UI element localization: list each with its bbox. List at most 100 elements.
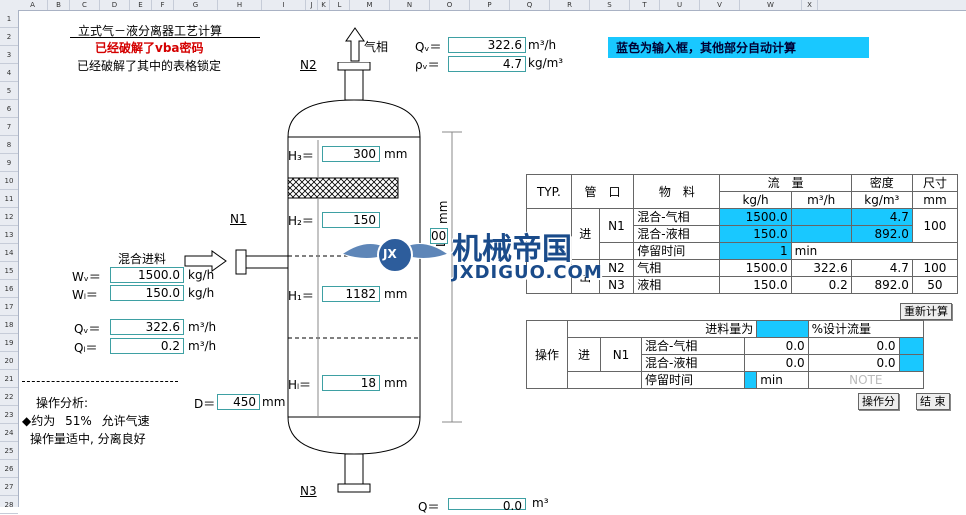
row-header-5[interactable]: 5 <box>0 82 18 100</box>
row-header-27[interactable]: 27 <box>0 478 18 496</box>
column-header-h[interactable]: H <box>218 0 262 10</box>
column-header-g[interactable]: G <box>174 0 218 10</box>
row-header-17[interactable]: 17 <box>0 298 18 316</box>
row-header-7[interactable]: 7 <box>0 118 18 136</box>
column-header-a[interactable]: A <box>18 0 48 10</box>
op-r2-material: 混合-液相 <box>641 354 746 372</box>
op-r2-b: 0.0 <box>807 354 900 372</box>
column-header-f[interactable]: F <box>152 0 174 10</box>
wl-unit: kg/h <box>188 286 215 300</box>
column-header-v[interactable]: V <box>700 0 740 10</box>
r5-size: 50 <box>911 276 959 294</box>
row-header-18[interactable]: 18 <box>0 316 18 334</box>
row-header-20[interactable]: 20 <box>0 352 18 370</box>
r2-kgh[interactable]: 150.0 <box>719 225 792 243</box>
column-header-u[interactable]: U <box>660 0 700 10</box>
column-header-n[interactable]: N <box>390 0 430 10</box>
recalculate-button[interactable]: 重新计算 <box>900 303 952 320</box>
column-header-t[interactable]: T <box>630 0 660 10</box>
row-header-21[interactable]: 21 <box>0 370 18 388</box>
row-header-22[interactable]: 22 <box>0 388 18 406</box>
column-header-s[interactable]: S <box>590 0 630 10</box>
wv-field[interactable]: 1500.0 <box>110 267 184 283</box>
qv-field[interactable]: 322.6 <box>110 319 184 335</box>
sheet-title: 立式气－液分离器工艺计算 <box>78 24 223 38</box>
column-header-k[interactable]: K <box>318 0 330 10</box>
column-header-p[interactable]: P <box>470 0 510 10</box>
row-header-25[interactable]: 25 <box>0 442 18 460</box>
pct-design-label: %设计流量 <box>807 320 925 338</box>
row-header-23[interactable]: 23 <box>0 406 18 424</box>
r1-material: 混合-气相 <box>633 208 721 226</box>
d-unit: mm <box>262 395 286 409</box>
cracked-vba-text: 已经破解了vba密码 <box>95 41 204 55</box>
h1-label: H₁＝ <box>288 289 314 303</box>
column-header-e[interactable]: E <box>130 0 152 10</box>
row-header-4[interactable]: 4 <box>0 64 18 82</box>
op-n1-cell: N1 <box>600 337 643 372</box>
hl-unit: mm <box>384 376 408 390</box>
qv-out-field[interactable]: 322.6 <box>448 37 526 53</box>
h1-field[interactable]: 1182 <box>322 286 380 302</box>
column-header-q[interactable]: Q <box>510 0 550 10</box>
row-header-9[interactable]: 9 <box>0 154 18 172</box>
bottom-q-field[interactable]: 0.0 <box>448 498 526 513</box>
h3-field[interactable]: 300 <box>322 146 380 162</box>
wl-field[interactable]: 150.0 <box>110 285 184 301</box>
row-header-3[interactable]: 3 <box>0 46 18 64</box>
analysis-suffix: 允许气速 <box>101 414 150 428</box>
row-header-15[interactable]: 15 <box>0 262 18 280</box>
op-in-cell: 进 <box>566 337 602 372</box>
row-header-19[interactable]: 19 <box>0 334 18 352</box>
row-header-1[interactable]: 1 <box>0 10 18 28</box>
column-header-w[interactable]: W <box>740 0 802 10</box>
column-header-r[interactable]: R <box>550 0 590 10</box>
watermark-badge-text: JX <box>383 247 397 261</box>
h2-field[interactable]: 150 <box>322 212 380 228</box>
op-cell: 操作 <box>526 320 568 389</box>
row-header-11[interactable]: 11 <box>0 190 18 208</box>
column-header-c[interactable]: C <box>70 0 100 10</box>
r3-unit: min <box>790 242 959 260</box>
column-header-d[interactable]: D <box>100 0 130 10</box>
l-field[interactable]: 00 <box>430 228 448 244</box>
row-header-8[interactable]: 8 <box>0 136 18 154</box>
row-header-12[interactable]: 12 <box>0 208 18 226</box>
r3-value[interactable]: 1 <box>719 242 792 260</box>
row-header-13[interactable]: 13 <box>0 226 18 244</box>
title-underline <box>70 37 260 38</box>
row-header-16[interactable]: 16 <box>0 280 18 298</box>
column-header-o[interactable]: O <box>430 0 470 10</box>
column-header-j[interactable]: J <box>306 0 318 10</box>
op-r1-input[interactable] <box>898 337 925 355</box>
row-header-10[interactable]: 10 <box>0 172 18 190</box>
row-header-2[interactable]: 2 <box>0 28 18 46</box>
operate-button[interactable]: 操作分 <box>858 393 899 410</box>
hl-field[interactable]: 18 <box>322 375 380 391</box>
feed-pct-input[interactable] <box>756 320 809 338</box>
r1-m3h[interactable] <box>790 208 852 226</box>
column-header-b[interactable]: B <box>48 0 70 10</box>
pv-field[interactable]: 4.7 <box>448 56 526 72</box>
column-header-l[interactable]: L <box>330 0 350 10</box>
column-header-x[interactable]: X <box>802 0 818 10</box>
r2-density[interactable]: 892.0 <box>850 225 913 243</box>
d-field[interactable]: 450 <box>217 394 260 410</box>
r1-kgh[interactable]: 1500.0 <box>719 208 792 226</box>
op-r2-input[interactable] <box>898 354 925 372</box>
row-header-14[interactable]: 14 <box>0 244 18 262</box>
ql-field[interactable]: 0.2 <box>110 338 184 354</box>
r2-m3h[interactable] <box>790 225 852 243</box>
row-header-6[interactable]: 6 <box>0 100 18 118</box>
row-header-26[interactable]: 26 <box>0 460 18 478</box>
row-header-28[interactable]: 28 <box>0 496 18 514</box>
r1-density[interactable]: 4.7 <box>850 208 913 226</box>
op-r3-input[interactable] <box>744 371 758 389</box>
separator-vessel-drawing <box>235 62 462 493</box>
row-header-24[interactable]: 24 <box>0 424 18 442</box>
column-header-m[interactable]: M <box>350 0 390 10</box>
column-header-i[interactable]: I <box>262 0 306 10</box>
end-button[interactable]: 结 束 <box>916 393 950 410</box>
r5-material: 液相 <box>633 276 721 294</box>
